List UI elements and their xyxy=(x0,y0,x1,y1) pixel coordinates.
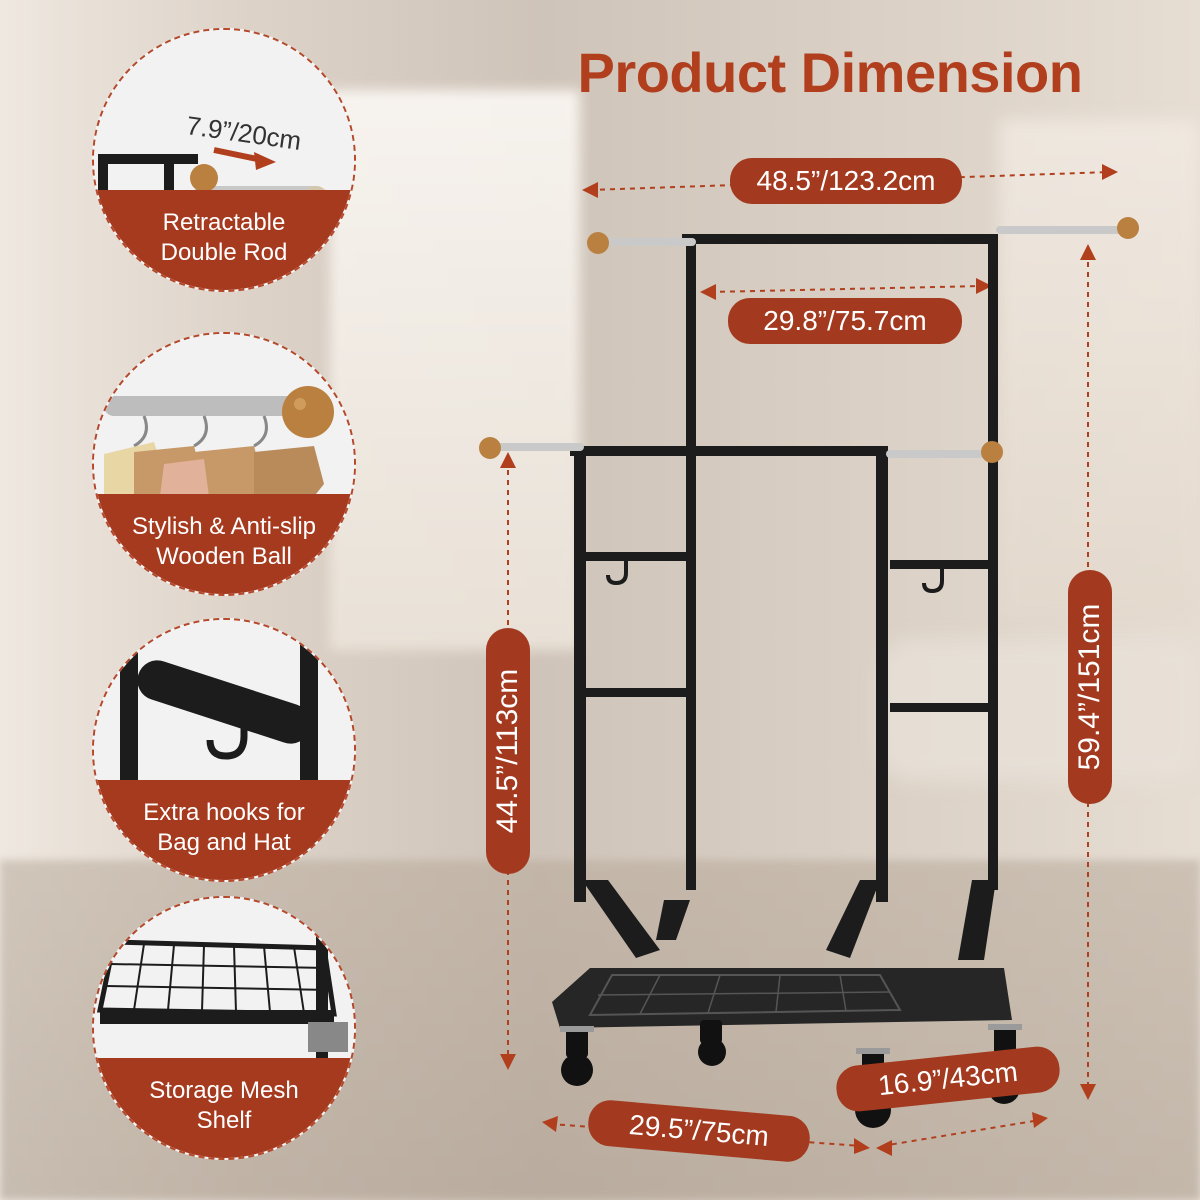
feature-label-line1: Stylish & Anti-slip xyxy=(131,513,317,540)
feature-label-line2: Double Rod xyxy=(160,239,288,266)
feature-label-wooden-ball: Stylish & Anti-slip Wooden Ball xyxy=(94,494,354,594)
feature-circle-extra-hooks: Extra hooks for Bag and Hat xyxy=(92,618,356,882)
feature-circle-retractable-rod: Retractable Double Rod xyxy=(92,28,356,292)
background-window xyxy=(330,90,580,650)
dimension-high-height-text: 59.4”/151cm xyxy=(1073,603,1106,771)
feature-label-retractable-rod: Retractable Double Rod xyxy=(94,190,354,290)
background-window-right xyxy=(1000,120,1200,620)
feature-label-line2: Shelf xyxy=(196,1107,252,1134)
page-title: Product Dimension xyxy=(577,41,1083,104)
dimension-total-width: 48.5”/123.2cm xyxy=(730,158,962,204)
feature-label-extra-hooks: Extra hooks for Bag and Hat xyxy=(94,780,354,880)
feature-label-line2: Bag and Hat xyxy=(157,829,291,856)
feature-label-line1: Storage Mesh xyxy=(149,1077,299,1104)
dimension-low-height-text: 44.5”/113cm xyxy=(491,668,524,834)
feature-label-line1: Extra hooks for xyxy=(143,799,305,826)
feature-circle-wooden-ball: Stylish & Anti-slip Wooden Ball xyxy=(92,332,356,596)
dimension-high-height: 59.4”/151cm xyxy=(1068,570,1112,804)
feature-label-line2: Wooden Ball xyxy=(156,543,292,570)
dimension-inner-width: 29.8”/75.7cm xyxy=(728,298,962,344)
feature-label-mesh-shelf: Storage Mesh Shelf xyxy=(94,1058,354,1158)
feature-circle-mesh-shelf: Storage Mesh Shelf xyxy=(92,896,356,1160)
dimension-low-height: 44.5”/113cm xyxy=(486,628,530,874)
feature-label-line1: Retractable xyxy=(162,209,286,236)
